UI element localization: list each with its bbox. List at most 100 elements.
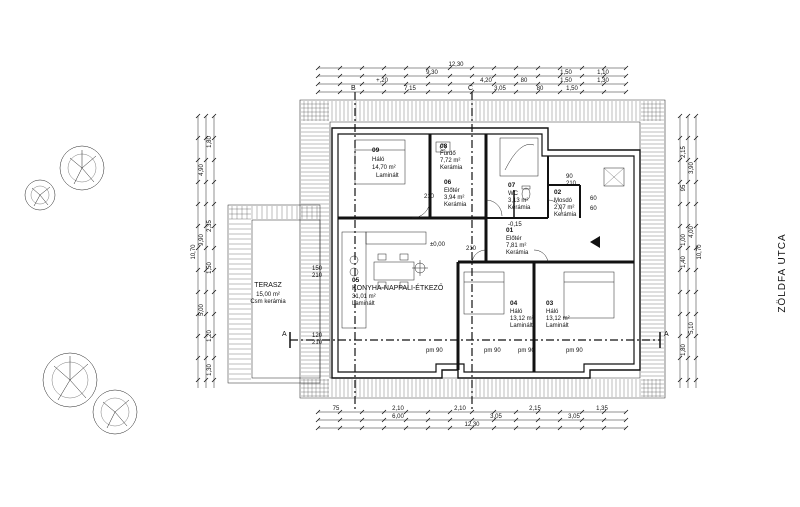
svg-text:Előtér: Előtér <box>444 188 460 194</box>
tree-symbol <box>92 389 138 435</box>
room-label-03: 03 Háló 13,12 m² Laminált <box>546 300 570 329</box>
bed-icon <box>463 271 505 315</box>
svg-text:Laminált: Laminált <box>352 301 375 307</box>
svg-text:02: 02 <box>554 189 562 196</box>
dim-right-r3-3: 1,40 <box>681 256 687 268</box>
room-label-08: 08 Fürdő 7,72 m² Kerámia <box>440 143 463 171</box>
room-label-02: 02 Mosdó 2,07 m² Kerámia <box>554 189 577 218</box>
svg-text:07: 07 <box>508 182 516 189</box>
svg-text:150: 150 <box>312 266 323 272</box>
dim-bot-r1-4: 1,35 <box>596 406 608 412</box>
dim-left-r3-1: 2,35 <box>207 220 213 232</box>
level-mark-main: ±0,00 <box>430 242 446 248</box>
svg-text:3,94 m²: 3,94 m² <box>444 195 464 201</box>
room-label-05: 05 KONYHA-NAPPALI-ÉTKEZŐ 31,01 m² Laminá… <box>352 277 444 307</box>
tree-symbol <box>42 352 98 408</box>
room-label-07: 07 WC 3,13 m² Kerámia <box>508 182 531 211</box>
dim-bot-total: 12,30 <box>464 422 480 428</box>
svg-text:WC: WC <box>508 191 519 197</box>
svg-text:Háló: Háló <box>546 309 559 315</box>
svg-text:2,07 m²: 2,07 m² <box>554 205 574 211</box>
svg-text:14,70 m²: 14,70 m² <box>372 165 396 171</box>
dim-top-r3-2: 80 <box>521 78 528 84</box>
room-label-01: 01 Előtér 7,81 m² Kerámia <box>506 227 529 256</box>
dim-top-r4-2: 80 <box>537 86 544 92</box>
svg-text:60: 60 <box>590 206 597 212</box>
dimension-lines <box>195 65 699 431</box>
terrace-floor: Csm kerámia <box>250 299 286 305</box>
svg-text:210: 210 <box>312 273 323 279</box>
svg-text:210: 210 <box>312 340 323 346</box>
toilet-icon <box>521 185 531 201</box>
dim-left-r3-2: 1,50 <box>207 262 213 274</box>
svg-text:Kerámia: Kerámia <box>440 165 463 171</box>
dim-left-r3-0: 1,80 <box>207 136 213 148</box>
svg-text:60: 60 <box>590 196 597 202</box>
svg-text:pm 90: pm 90 <box>518 348 535 354</box>
svg-text:08: 08 <box>440 143 448 150</box>
svg-text:90: 90 <box>566 174 573 180</box>
dim-left-r2-2: 5,00 <box>199 304 205 316</box>
kitchen-counter <box>341 231 427 329</box>
room-label-06: 06 Előtér 3,94 m² Kerámia <box>444 179 467 208</box>
dim-top-r4-1: 3,05 <box>494 86 506 92</box>
dim-left-total: 10,70 <box>191 244 197 260</box>
tree-symbol <box>59 145 105 191</box>
dim-top-r4-3: 1,50 <box>566 86 578 92</box>
section-c-label: C <box>468 85 473 92</box>
svg-text:120: 120 <box>312 333 323 339</box>
entrance-arrow-icon <box>590 236 600 248</box>
dim-left-r3-3: 1,20 <box>207 330 213 342</box>
svg-text:Kerámia: Kerámia <box>444 202 467 208</box>
dim-bot-r2-0: 6,00 <box>392 414 404 420</box>
svg-text:210: 210 <box>424 194 435 200</box>
section-a-right-label: A <box>664 331 669 338</box>
dim-bot-r2-1: 3,05 <box>490 414 502 420</box>
section-a-left-label: A <box>282 331 287 338</box>
dim-right-r2-2: 5,10 <box>689 322 695 334</box>
dim-bot-r1-0: 75 <box>333 406 340 412</box>
terrace-label: TERASZ <box>254 282 282 289</box>
svg-text:04: 04 <box>510 300 518 307</box>
dim-top-r2-2: 1,10 <box>597 70 609 76</box>
section-b-label: B <box>351 85 356 92</box>
dim-right-r3-2: 1,00 <box>681 234 687 246</box>
svg-text:31,01 m²: 31,01 m² <box>352 294 376 300</box>
window-height-labels: pm 90 pm 90 pm 90 pm 90 <box>426 348 583 354</box>
dim-top-r3-4: 1,30 <box>597 78 609 84</box>
dining-table <box>373 253 415 289</box>
svg-text:pm 90: pm 90 <box>426 348 443 354</box>
dim-top-r3-0: +,20 <box>376 78 389 84</box>
svg-text:09: 09 <box>372 147 380 154</box>
svg-text:06: 06 <box>444 179 452 186</box>
room-label-04: 04 Háló 13,12 m² Laminált <box>510 300 534 329</box>
svg-text:Fürdő: Fürdő <box>440 151 456 157</box>
svg-text:210: 210 <box>466 246 477 252</box>
dim-right-r3-4: 1,80 <box>681 344 687 356</box>
door-swings <box>411 199 563 263</box>
svg-text:pm 90: pm 90 <box>484 348 501 354</box>
svg-text:Háló: Háló <box>372 157 385 163</box>
dim-top-r3-3: 1,50 <box>560 78 572 84</box>
dim-top-r2-1: 1,50 <box>560 70 572 76</box>
dim-bot-r1-2: 2,10 <box>454 406 466 412</box>
dim-right-r3-0: 2,15 <box>681 146 687 158</box>
dim-bot-r1-3: 2,15 <box>529 406 541 412</box>
svg-text:03: 03 <box>546 300 554 307</box>
opening-size-labels: 120 210 210 150 210 60 60 210 90 210 <box>312 174 597 346</box>
level-mark-entry: -0,15 <box>508 222 522 228</box>
svg-text:7,81 m²: 7,81 m² <box>506 243 526 249</box>
level-target-icon <box>412 260 428 276</box>
tree-symbol <box>24 179 56 211</box>
svg-text:01: 01 <box>506 227 514 234</box>
svg-text:Kerámia: Kerámia <box>506 250 529 256</box>
svg-text:Háló: Háló <box>510 309 523 315</box>
svg-text:7,72 m²: 7,72 m² <box>440 158 460 164</box>
terrace-area-value: 15,00 m² <box>256 292 280 298</box>
svg-text:Kerámia: Kerámia <box>508 205 531 211</box>
dim-top-r3-1: 4,20 <box>480 78 492 84</box>
svg-text:13,12 m²: 13,12 m² <box>546 316 570 322</box>
stair-or-vent-icon <box>603 167 625 187</box>
svg-text:Előtér: Előtér <box>506 236 522 242</box>
